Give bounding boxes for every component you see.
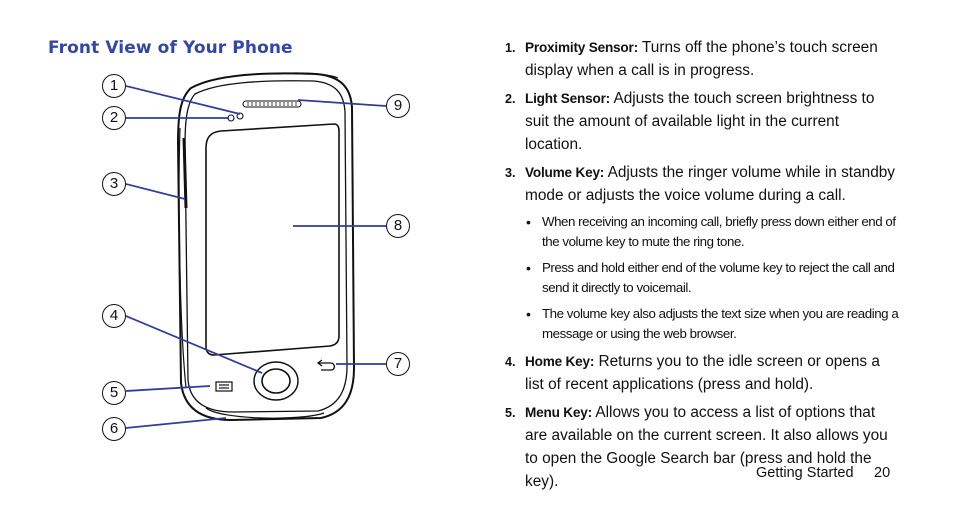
item-text: Adjusts the touch screen brightness to s… — [525, 90, 875, 153]
phone-bottom-edge — [205, 407, 325, 419]
home-key-icon — [253, 361, 299, 401]
phone-illustration — [125, 72, 387, 429]
callout-9: 9 — [386, 94, 410, 118]
item-number: 5. — [505, 406, 516, 420]
bullet-item: • Press and hold either end of the volum… — [505, 258, 900, 298]
leader-line-1 — [125, 85, 241, 115]
item-number: 1. — [505, 41, 516, 55]
callout-5: 5 — [102, 381, 126, 405]
phone-front-figure: 1 2 3 4 5 6 7 8 9 — [96, 68, 426, 448]
phone-top-edge — [275, 72, 339, 79]
list-item-menu-key: 5. Menu Key: Allows you to access a list… — [505, 401, 900, 493]
bullet-text: The volume key also adjusts the text siz… — [542, 306, 899, 341]
footer-section: Getting Started — [756, 465, 854, 481]
bullet-dot: • — [526, 306, 531, 322]
item-number: 4. — [505, 355, 516, 369]
callout-7: 7 — [386, 352, 410, 376]
bullet-dot: • — [526, 260, 531, 276]
bullet-text: When receiving an incoming call, briefly… — [542, 214, 896, 249]
callout-1: 1 — [102, 74, 126, 98]
item-key: Menu Key: — [525, 405, 592, 420]
callout-6: 6 — [102, 417, 126, 441]
menu-key-icon — [215, 381, 233, 392]
leader-line-6 — [125, 417, 227, 429]
item-text: Turns off the phone’s touch screen displ… — [525, 39, 878, 79]
item-text: Allows you to access a list of options t… — [525, 404, 888, 490]
item-key: Home Key: — [525, 354, 595, 369]
callout-3: 3 — [102, 172, 126, 196]
item-number: 3. — [505, 166, 516, 180]
volume-key-bullets: • When receiving an incoming call, briefl… — [505, 212, 900, 344]
leader-line-9 — [297, 99, 387, 107]
touch-screen — [205, 123, 340, 356]
item-key: Light Sensor: — [525, 91, 611, 106]
bullet-item: • The volume key also adjusts the text si… — [505, 304, 900, 344]
page-number: 20 — [874, 465, 891, 481]
item-key: Proximity Sensor: — [525, 40, 638, 55]
bullet-item: • When receiving an incoming call, briefl… — [505, 212, 900, 252]
section-heading: Front View of Your Phone — [48, 38, 293, 58]
item-key: Volume Key: — [525, 165, 605, 180]
item-text: Adjusts the ringer volume while in stand… — [525, 164, 896, 204]
list-item-home-key: 4. Home Key: Returns you to the idle scr… — [505, 350, 900, 396]
callout-2: 2 — [102, 106, 126, 130]
item-number: 2. — [505, 92, 516, 106]
phone-left-edge — [178, 127, 187, 389]
list-item-volume-key: 3. Volume Key: Adjusts the ringer volume… — [505, 161, 900, 207]
leader-line-4 — [125, 315, 263, 374]
bullet-dot: • — [526, 214, 531, 230]
earpiece-speaker — [242, 100, 302, 108]
list-item-light-sensor: 2. Light Sensor: Adjusts the touch scree… — [505, 87, 900, 156]
callout-4: 4 — [102, 304, 126, 328]
list-item-proximity-sensor: 1. Proximity Sensor: Turns off the phone… — [505, 36, 900, 82]
volume-key-shape — [182, 137, 188, 209]
bullet-text: Press and hold either end of the volume … — [542, 260, 895, 295]
item-text: Returns you to the idle screen or opens … — [525, 353, 880, 393]
feature-list: 1. Proximity Sensor: Turns off the phone… — [505, 36, 900, 498]
back-key-icon — [316, 359, 336, 371]
callout-8: 8 — [386, 214, 410, 238]
leader-line-5 — [125, 385, 211, 392]
leader-line-3 — [125, 183, 186, 200]
